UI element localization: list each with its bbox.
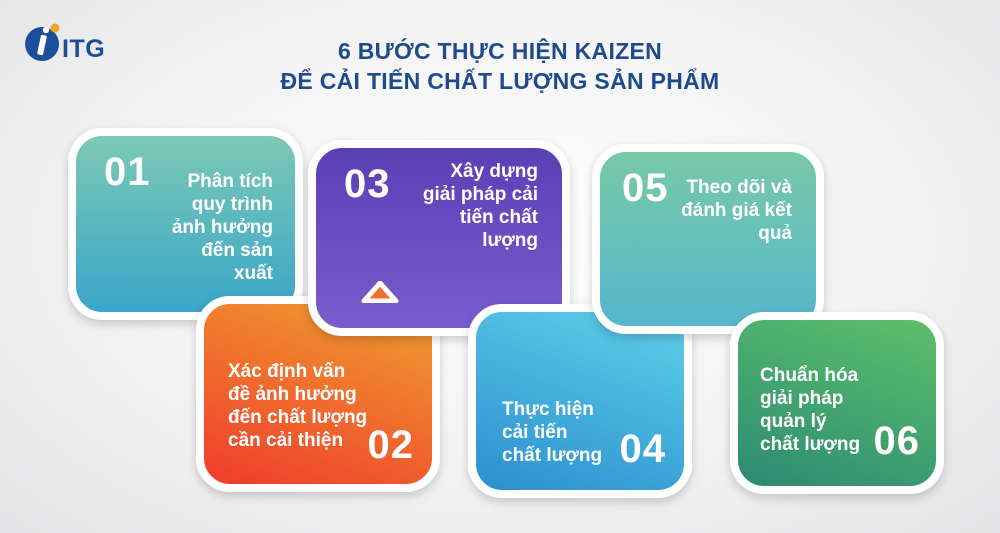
page-title-line2: ĐỂ CẢI TIẾN CHẤT LƯỢNG SẢN PHẨM — [280, 68, 720, 94]
step-03-number: 03 — [344, 162, 391, 206]
step-01-number: 01 — [104, 150, 151, 194]
page-title-line1: 6 BƯỚC THỰC HIỆN KAIZEN — [337, 38, 663, 64]
step-05-number: 05 — [622, 166, 669, 210]
itg-logo-icon — [25, 23, 60, 61]
brand-name: ITG — [62, 35, 106, 63]
step-04-number: 04 — [619, 427, 666, 471]
step-02-number: 02 — [367, 423, 414, 467]
step-03-tail — [361, 281, 399, 303]
step-06-number: 06 — [873, 419, 920, 463]
